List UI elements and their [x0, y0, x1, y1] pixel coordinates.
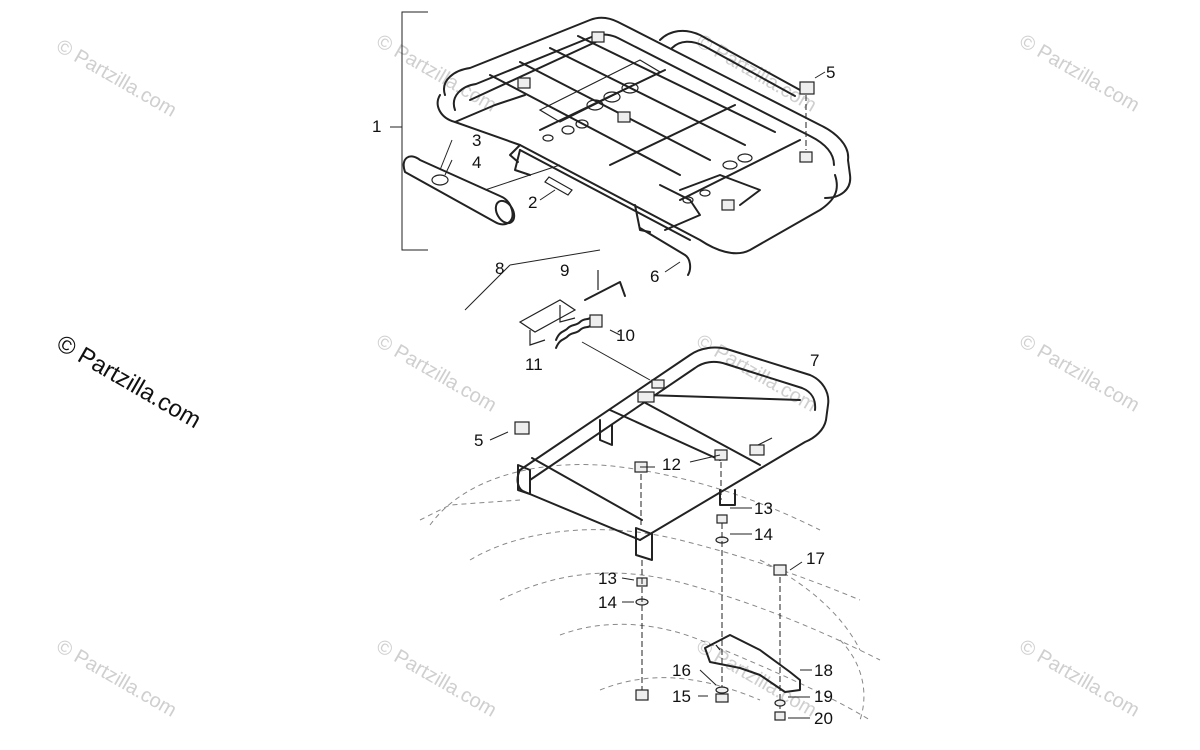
callout-labels: 1 2 3 4 5 5 6 7 8 9 10 11 12 13 14 13 14… [372, 63, 835, 728]
callout-17: 17 [806, 549, 825, 568]
assembly-bracket [401, 11, 428, 251]
watermark-faint: © Partzilla.com [373, 330, 501, 416]
bottom-hardware [635, 669, 810, 721]
roll-pad [402, 139, 561, 226]
bolt [634, 449, 728, 528]
watermark-layer: © Partzilla.com © Partzilla.com © Partzi… [52, 30, 1143, 721]
callout-15: 15 [672, 687, 691, 706]
latch-assembly [464, 249, 651, 381]
callout-14: 14 [754, 525, 773, 544]
callout-3: 3 [472, 131, 481, 150]
cap [514, 421, 530, 435]
upper-rack-assembly [436, 16, 852, 255]
callout-7: 7 [810, 351, 819, 370]
callout-10: 10 [616, 326, 635, 345]
watermark-faint: © Partzilla.com [1016, 330, 1144, 416]
vehicle-body-outline [419, 464, 881, 721]
callout-1: 1 [372, 117, 381, 136]
callout-6: 6 [650, 267, 659, 286]
callout-13: 13 [754, 499, 773, 518]
callout-20: 20 [814, 709, 833, 728]
nut-washer-stack [621, 560, 649, 690]
callout-5: 5 [826, 63, 835, 82]
watermark-faint: © Partzilla.com [1016, 635, 1144, 721]
callout-16: 16 [672, 661, 691, 680]
callout-13: 13 [598, 569, 617, 588]
leader-line [814, 71, 826, 79]
callout-9: 9 [560, 261, 569, 280]
callout-12: 12 [662, 455, 681, 474]
callout-5: 5 [474, 431, 483, 450]
callout-8: 8 [495, 259, 504, 278]
watermark-faint: © Partzilla.com [373, 30, 501, 116]
cap [799, 81, 815, 95]
watermark-faint: © Partzilla.com [1016, 30, 1144, 116]
watermark-faint: © Partzilla.com [53, 35, 181, 121]
watermark-main: © Partzilla.com [52, 330, 206, 434]
callout-11: 11 [525, 355, 543, 374]
callout-14: 14 [598, 593, 617, 612]
lock-pin [639, 227, 692, 276]
strap-clip [539, 176, 573, 201]
callout-2: 2 [528, 193, 537, 212]
callout-19: 19 [814, 687, 833, 706]
leader-line [489, 431, 509, 441]
support-bracket [704, 561, 812, 712]
watermark-faint: © Partzilla.com [53, 635, 181, 721]
nut-washer-stack [715, 507, 752, 690]
callout-4: 4 [472, 153, 481, 172]
callout-18: 18 [814, 661, 833, 680]
watermark-faint: © Partzilla.com [693, 30, 821, 116]
watermark-faint: © Partzilla.com [373, 635, 501, 721]
lower-rack [516, 346, 830, 561]
